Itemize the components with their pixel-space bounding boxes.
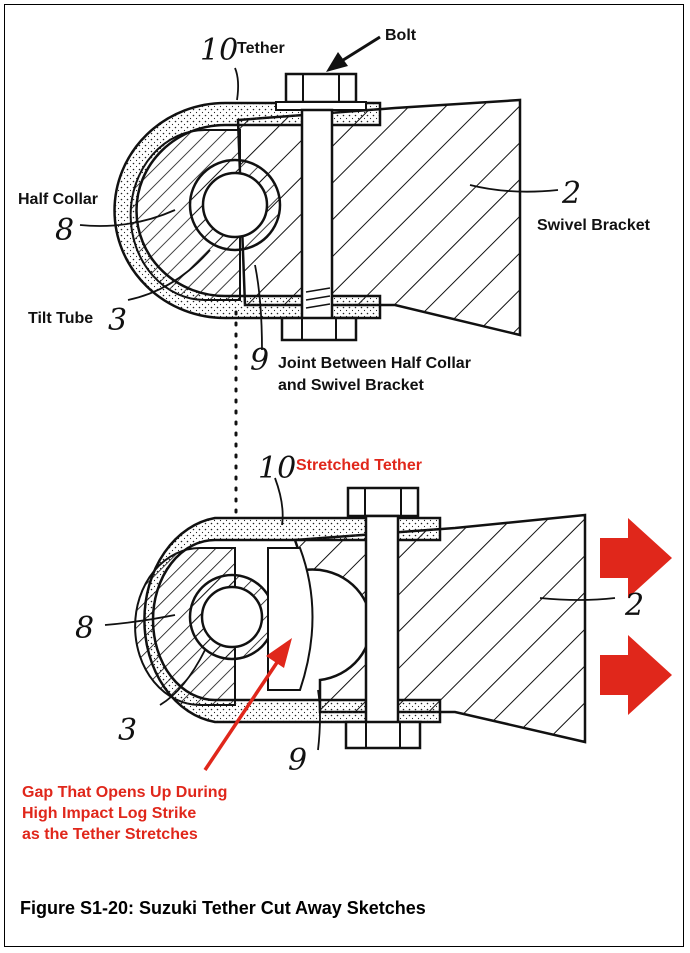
top-sketch: [79, 35, 559, 522]
label-swivel-bracket: Swivel Bracket: [537, 217, 651, 234]
num-bracket-bottom: 2: [624, 588, 644, 623]
top-bolt: [275, 72, 367, 342]
bottom-tether: [143, 516, 442, 724]
num-tube-bottom: 3: [118, 713, 137, 748]
bottom-bolt: [344, 486, 422, 750]
label-tilt-tube: Tilt Tube: [28, 310, 93, 327]
label-gap-line1: Gap That Opens Up During: [22, 784, 227, 801]
num-collar-bottom: 8: [75, 611, 94, 646]
num-joint-bottom: 9: [288, 743, 307, 778]
num-joint-top: 9: [250, 343, 269, 378]
force-arrow-upper: [600, 518, 672, 598]
gap-arrow: [203, 638, 292, 771]
label-joint-line1: Joint Between Half Collar: [278, 355, 471, 372]
label-bolt: Bolt: [385, 27, 417, 44]
bottom-tilt-tube: [188, 573, 276, 661]
num-bracket-top: 2: [561, 176, 581, 211]
top-tether: [113, 101, 382, 320]
force-arrow-lower: [600, 635, 672, 715]
top-tilt-tube: [188, 158, 282, 252]
num-tube-top: 3: [108, 303, 127, 338]
num-tether-bottom: 10: [258, 451, 296, 486]
label-half-collar: Half Collar: [18, 191, 98, 208]
num-collar-top: 8: [55, 213, 74, 248]
label-gap-line2: High Impact Log Strike: [22, 805, 196, 822]
num-tether-top: 10: [200, 33, 238, 68]
label-gap-line3: as the Tether Stretches: [22, 826, 198, 843]
figure-frame: [4, 4, 684, 947]
bolt-arrow: [326, 35, 381, 72]
label-stretched-tether: Stretched Tether: [296, 457, 422, 474]
label-joint-line2: and Swivel Bracket: [278, 377, 425, 394]
bottom-sketch: [104, 477, 672, 771]
label-tether: Tether: [237, 40, 285, 57]
figure-caption: Figure S1-20: Suzuki Tether Cut Away Ske…: [20, 898, 426, 918]
